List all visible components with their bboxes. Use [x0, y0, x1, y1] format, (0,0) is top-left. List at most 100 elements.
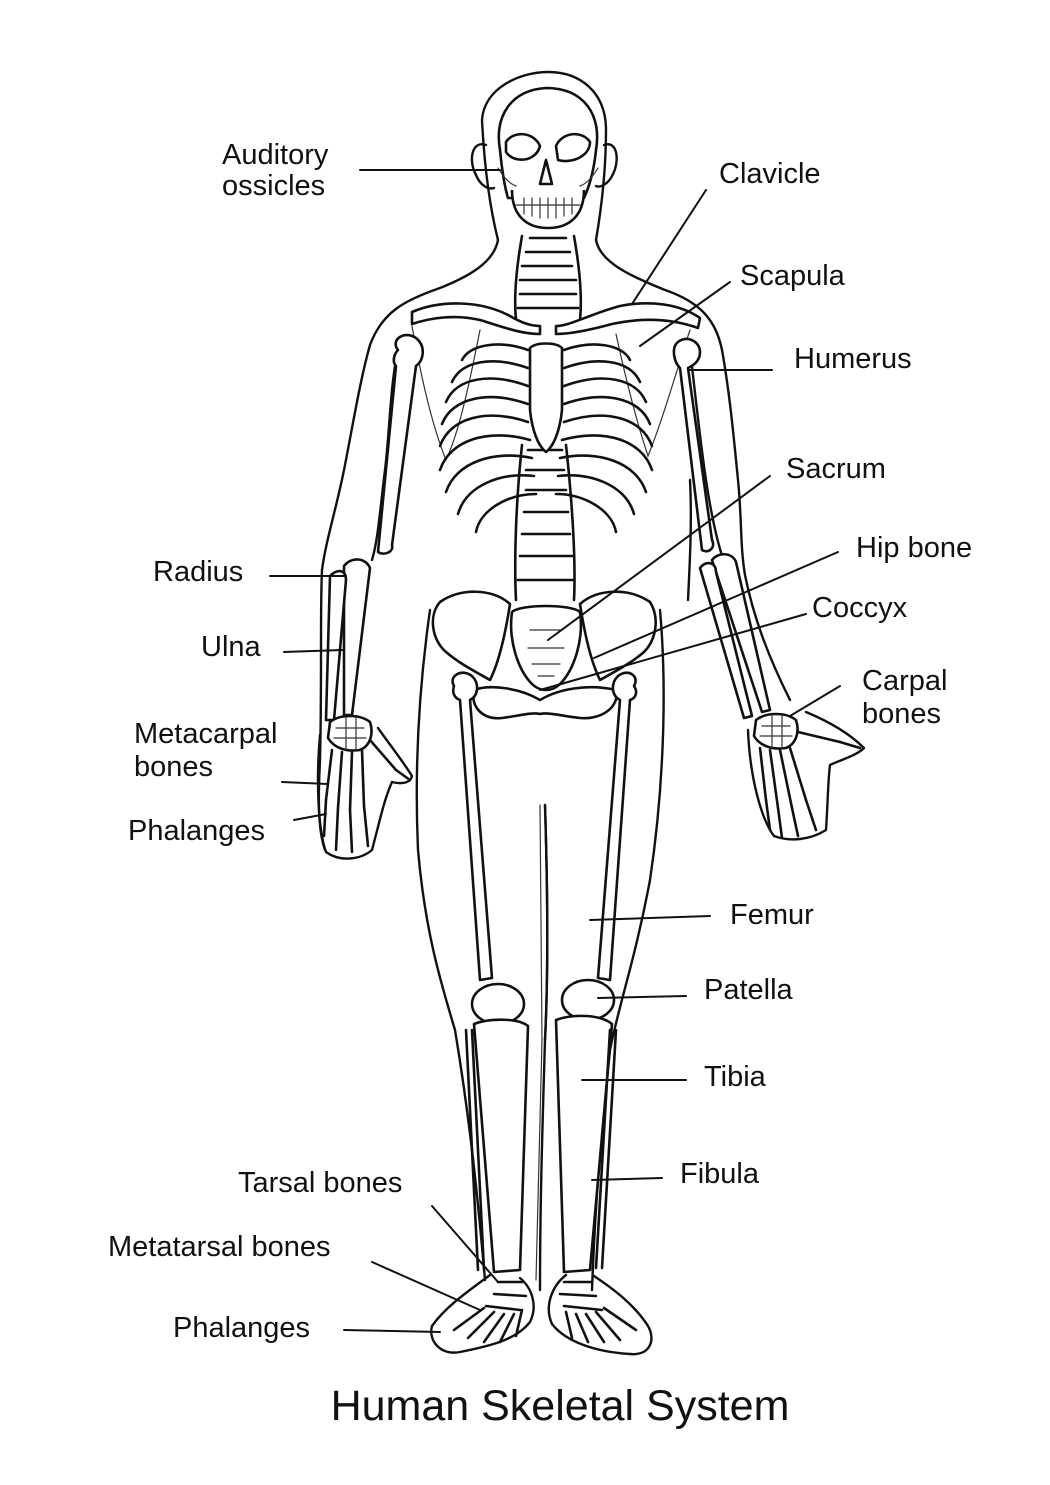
diagram-title: Human Skeletal System: [331, 1382, 790, 1430]
leader-phalanges-hand: [293, 813, 327, 821]
label-sacrum: Sacrum: [786, 453, 886, 485]
label-scapula: Scapula: [740, 260, 846, 292]
right-carpals: [752, 712, 799, 750]
leader-hip-bone: [593, 551, 839, 659]
label-auditory-ossicles-line2: ossicles: [222, 170, 325, 202]
label-phalanges-foot: Phalanges: [173, 1312, 310, 1344]
label-phalanges-hand: Phalanges: [128, 815, 265, 847]
leader-scapula: [639, 281, 731, 347]
label-hip-bone: Hip bone: [856, 532, 972, 564]
left-tibia: [472, 1018, 530, 1274]
label-ulna: Ulna: [201, 631, 262, 663]
right-femur: [596, 671, 638, 982]
head-outline: [480, 70, 608, 242]
pubis: [472, 685, 618, 720]
sternum: [528, 342, 564, 454]
leader-phalanges-foot: [343, 1329, 441, 1333]
right-metacarpals: [758, 730, 842, 810]
left-femur: [451, 671, 494, 982]
leader-lines: [269, 169, 841, 1333]
left-leg: [451, 671, 530, 1274]
lumbar-spine: [513, 443, 576, 602]
leader-sacrum: [547, 475, 771, 641]
label-tarsal-bones: Tarsal bones: [238, 1167, 402, 1199]
left-hand-outline: [316, 726, 414, 860]
right-foot: [547, 1273, 653, 1356]
inner-leg-line: [535, 804, 543, 1281]
left-finger-phalanges: [322, 768, 412, 854]
leader-femur: [589, 915, 711, 921]
right-orbit: [554, 132, 592, 163]
left-foot-outline: [430, 1273, 535, 1354]
left-fibula: [464, 1028, 486, 1272]
right-finger-phalanges: [764, 740, 862, 840]
left-radius-bone: [342, 558, 372, 717]
label-metacarpal-bones: Metacarpal bones: [134, 718, 286, 783]
label-metacarpal-bones-line2: bones: [134, 751, 213, 783]
left-foot: [430, 1273, 535, 1354]
labels: Auditory ossicles Clavicle Scapula Humer…: [108, 139, 972, 1430]
left-ribs: [438, 343, 538, 534]
left-patella: [470, 982, 526, 1026]
right-ulna-bone: [698, 561, 754, 720]
label-humerus: Humerus: [794, 343, 912, 375]
arm-right-outline: [686, 348, 727, 602]
label-radius: Radius: [153, 556, 243, 588]
leader-metacarpal-bones: [281, 781, 329, 785]
label-carpal-bones-line2: bones: [862, 698, 941, 730]
label-metacarpal-bones-line1: Metacarpal: [134, 718, 277, 750]
spine: [513, 234, 583, 602]
cervical-spine: [513, 234, 583, 322]
ear-right: [594, 143, 618, 188]
label-patella: Patella: [704, 974, 794, 1006]
leader-metatarsal-bones: [371, 1261, 481, 1311]
left-humerus: [376, 333, 425, 555]
label-fibula: Fibula: [680, 1158, 760, 1190]
pelvis: [431, 590, 657, 720]
right-hand-outline: [746, 710, 866, 841]
right-patella: [560, 978, 616, 1022]
left-hand: [316, 714, 414, 860]
right-humerus: [672, 337, 715, 553]
label-auditory-ossicles: Auditory ossicles: [222, 139, 336, 202]
label-tibia: Tibia: [704, 1061, 767, 1093]
right-arm: [672, 337, 772, 720]
nasal-cavity: [538, 158, 554, 186]
right-ribs: [554, 343, 654, 534]
right-clavicle: [554, 302, 702, 336]
leader-clavicle: [631, 189, 707, 305]
right-metatarsals: [564, 1306, 638, 1344]
right-leg: [554, 671, 638, 1274]
rib-cage: [438, 342, 654, 534]
label-coccyx: Coccyx: [812, 592, 908, 624]
left-metatarsals: [452, 1306, 524, 1344]
leader-fibula: [591, 1177, 663, 1181]
label-carpal-bones: Carpal bones: [862, 665, 956, 730]
body-outline: [317, 70, 792, 1292]
right-foot-outline: [547, 1273, 653, 1356]
left-tarsals: [484, 1280, 528, 1312]
left-metacarpals: [324, 738, 398, 812]
leader-coccyx: [539, 613, 807, 691]
leader-patella: [597, 995, 687, 999]
left-orbit: [504, 132, 542, 161]
leader-carpal-bones: [789, 685, 841, 717]
cranium: [497, 86, 599, 200]
left-ulna-bone: [324, 569, 348, 722]
right-scapula: [615, 329, 691, 458]
label-femur: Femur: [730, 899, 814, 931]
skull: [497, 86, 599, 230]
ear-left: [470, 143, 496, 190]
label-auditory-ossicles-line1: Auditory: [222, 139, 329, 171]
teeth: [515, 197, 581, 219]
leader-tarsal-bones: [431, 1205, 499, 1283]
left-ilium: [431, 590, 512, 682]
left-arm: [324, 333, 425, 722]
leader-ulna: [283, 649, 343, 653]
label-carpal-bones-line1: Carpal: [862, 665, 947, 697]
right-tarsals: [558, 1280, 604, 1312]
right-fibula: [594, 1028, 618, 1270]
left-carpals: [326, 714, 373, 752]
right-hand: [746, 710, 866, 841]
